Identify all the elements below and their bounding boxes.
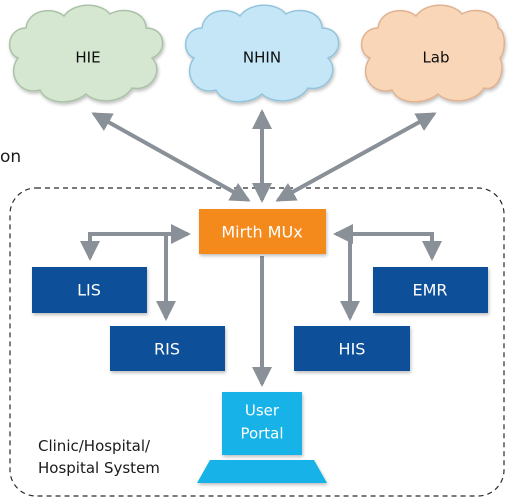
hub-label: Mirth MUx	[221, 223, 302, 242]
boundary-label-line1: Clinic/Hospital/	[38, 437, 151, 455]
user-portal: User Portal	[197, 392, 327, 483]
connectors	[80, 109, 442, 387]
nhin-label: NHIN	[243, 49, 281, 67]
arrow-hub-hie	[91, 112, 251, 202]
cropped-text: on	[0, 147, 21, 167]
nhin-cloud: NHIN	[184, 4, 340, 103]
lab-cloud: Lab	[360, 4, 505, 103]
emr-box: EMR	[373, 267, 488, 313]
arrow-hub-emr	[333, 224, 442, 261]
boundary-label-line2: Hospital System	[38, 459, 160, 477]
arrow-hub-lab	[275, 112, 437, 202]
lis-label: LIS	[77, 281, 101, 300]
lab-label: Lab	[422, 49, 449, 67]
lis-box: LIS	[32, 267, 147, 313]
emr-label: EMR	[412, 281, 447, 300]
his-label: HIS	[339, 340, 366, 359]
mirth-mux-hub: Mirth MUx	[199, 209, 326, 254]
hie-label: HIE	[75, 49, 100, 67]
ris-box: RIS	[110, 326, 225, 371]
portal-label-line1: User	[245, 402, 280, 420]
arrow-hub-lis	[80, 224, 191, 261]
hie-cloud: HIE	[8, 4, 164, 103]
his-box: HIS	[294, 326, 410, 371]
portal-screen	[222, 392, 302, 455]
portal-label-line2: Portal	[240, 425, 283, 443]
portal-base	[197, 460, 327, 483]
ris-label: RIS	[154, 340, 180, 359]
